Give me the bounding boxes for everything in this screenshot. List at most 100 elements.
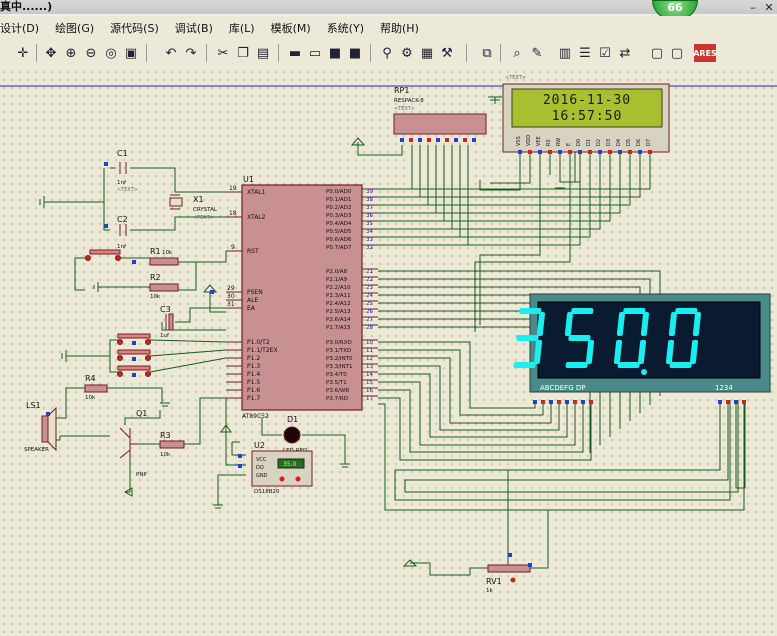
- lcd-pin-label: VSS: [516, 136, 522, 146]
- capacitor-c1[interactable]: [119, 162, 127, 174]
- schematic-drawing: U1 AT89C52 XTAL1 XTAL2 RST PSEN ALE EA P…: [0, 75, 777, 594]
- crystal-x1[interactable]: [169, 194, 183, 210]
- r2-value: 10k: [150, 294, 161, 300]
- pan-icon[interactable]: ✥: [45, 45, 57, 61]
- minimize-button[interactable]: –: [750, 1, 756, 14]
- block-move-icon[interactable]: ▭: [308, 45, 322, 61]
- decimal-point: [641, 369, 647, 375]
- menu-graph[interactable]: 绘图(G): [55, 22, 95, 35]
- ares-icon[interactable]: ARES: [693, 44, 717, 62]
- pin-xtal1-label: XTAL1: [247, 189, 266, 196]
- rp1-type: RESPACK-8: [394, 98, 424, 104]
- menu-help[interactable]: 帮助(H): [380, 22, 419, 35]
- ground-symbols: [39, 96, 580, 567]
- menu-design[interactable]: 设计(D): [0, 22, 40, 35]
- port-pin-number: 39: [366, 189, 373, 195]
- block-copy-icon[interactable]: ▬: [288, 45, 302, 61]
- paste-icon[interactable]: ▤: [256, 45, 270, 61]
- cut-icon[interactable]: ✂: [217, 45, 229, 61]
- resistor-pack-rp1[interactable]: [393, 113, 487, 135]
- zoom-fit-icon[interactable]: ◎: [105, 45, 117, 61]
- segment-d: [513, 362, 536, 368]
- toolbar-separator: [206, 44, 207, 62]
- bill-of-materials-icon[interactable]: ☰: [579, 45, 591, 61]
- pick-device-icon[interactable]: ⚲: [382, 45, 392, 61]
- pin-dot: [568, 150, 572, 154]
- capacitor-c2[interactable]: [119, 224, 127, 236]
- speaker-ls1[interactable]: [41, 406, 57, 452]
- electrical-check-icon[interactable]: ☑: [599, 45, 611, 61]
- netlist-transfer-icon[interactable]: ⇄: [619, 45, 631, 61]
- c1-value: 1nf: [117, 180, 127, 186]
- resistor-r2[interactable]: [149, 283, 179, 292]
- r1-label: R1: [150, 247, 161, 256]
- menu-source[interactable]: 源代码(S): [110, 22, 159, 35]
- port-pin-number: 32: [366, 245, 373, 251]
- capacitor-c3[interactable]: [165, 313, 174, 331]
- menu-debug[interactable]: 调试(B): [174, 22, 213, 35]
- zoom-area-icon[interactable]: ▣: [124, 45, 138, 61]
- resistor-r4[interactable]: [84, 384, 108, 393]
- pin-dot: [104, 224, 108, 228]
- block-rotate-icon[interactable]: ■: [328, 45, 342, 61]
- resistor-r3[interactable]: [159, 440, 185, 449]
- menu-template[interactable]: 模板(M): [270, 22, 311, 35]
- q1-label: Q1: [136, 409, 147, 418]
- potentiometer-rv1[interactable]: [487, 564, 531, 573]
- package-icon[interactable]: ▦: [420, 45, 434, 61]
- port-pin-number: 37: [366, 205, 373, 211]
- copy-icon[interactable]: ❐: [237, 45, 249, 61]
- segments-label: ABCDEFG DP: [540, 384, 585, 392]
- pin-dot: [726, 400, 730, 404]
- port-pin-label: P0.0/AD0: [326, 189, 352, 195]
- close-button[interactable]: ✕: [764, 1, 774, 14]
- undo-icon[interactable]: ↶: [165, 45, 177, 61]
- zoom-in-icon[interactable]: ⊕: [65, 45, 77, 61]
- zoom-out-icon[interactable]: ⊖: [85, 45, 97, 61]
- wire-autoroute-icon[interactable]: ⧉: [482, 45, 492, 61]
- port-pin-label: P3.6/WR: [326, 388, 349, 394]
- port-pin-number: 10: [366, 340, 373, 346]
- property-tool-icon[interactable]: ✎: [531, 45, 543, 61]
- menu-bar: 设计(D) 绘图(G) 源代码(S) 调试(B) 库(L) 模板(M) 系统(Y…: [0, 16, 777, 40]
- search-icon[interactable]: ⌕: [513, 45, 521, 61]
- ls1-label: LS1: [26, 401, 41, 410]
- segment-g: [516, 335, 539, 341]
- redo-icon[interactable]: ↷: [185, 45, 197, 61]
- port-pin-number: 33: [366, 237, 373, 243]
- transistor-q1[interactable]: [119, 427, 140, 460]
- led-d1[interactable]: [283, 426, 301, 444]
- port-pin-number: 16: [366, 388, 373, 394]
- pin-dot: [445, 138, 449, 142]
- mcu-u1-body[interactable]: [241, 184, 363, 411]
- decompose-icon[interactable]: ⚒: [441, 45, 453, 61]
- make-device-icon[interactable]: ⚙: [401, 45, 413, 61]
- crosshair-icon[interactable]: ✛: [17, 45, 29, 61]
- pin-dot: [618, 150, 622, 154]
- port-pin-label: P3.2/INT0: [326, 356, 353, 362]
- segment-a: [623, 308, 646, 314]
- export-icon[interactable]: ▢: [670, 45, 684, 61]
- toolbar-separator: [466, 44, 467, 62]
- pin-ea-label: EA: [247, 305, 256, 312]
- pdf-icon[interactable]: ▢: [650, 45, 664, 61]
- port-pin-number: 13: [366, 364, 373, 370]
- u2-label: U2: [254, 441, 265, 450]
- pin-p1-5-label: P1.5: [247, 379, 260, 386]
- schematic-canvas[interactable]: U1 AT89C52 XTAL1 XTAL2 RST PSEN ALE EA P…: [0, 68, 777, 636]
- netlist-icon[interactable]: ▥: [558, 45, 572, 61]
- lcd-pin-label: D4: [616, 139, 622, 146]
- block-delete-icon[interactable]: ■: [348, 45, 362, 61]
- pin-dot: [573, 400, 577, 404]
- port-pin-number: 14: [366, 372, 373, 378]
- lcd-pin-label: RW: [556, 138, 562, 146]
- lcd-pin-label: D5: [626, 139, 632, 146]
- pin-dot: [508, 553, 512, 557]
- port-pin-label: P2.7/A15: [326, 325, 351, 331]
- port-pin-label: P2.0/A8: [326, 269, 348, 275]
- menu-system[interactable]: 系统(Y): [326, 22, 364, 35]
- menu-library[interactable]: 库(L): [228, 22, 255, 35]
- toolbar: ✛ ✥ ⊕ ⊖ ◎ ▣ ↶ ↷ ✂ ❐ ▤ ▬ ▭ ■ ■ ⚲ ⚙ ▦ ⚒ ⧉ …: [0, 40, 777, 69]
- resistor-r1[interactable]: [149, 257, 179, 266]
- push-buttons[interactable]: [85, 249, 151, 377]
